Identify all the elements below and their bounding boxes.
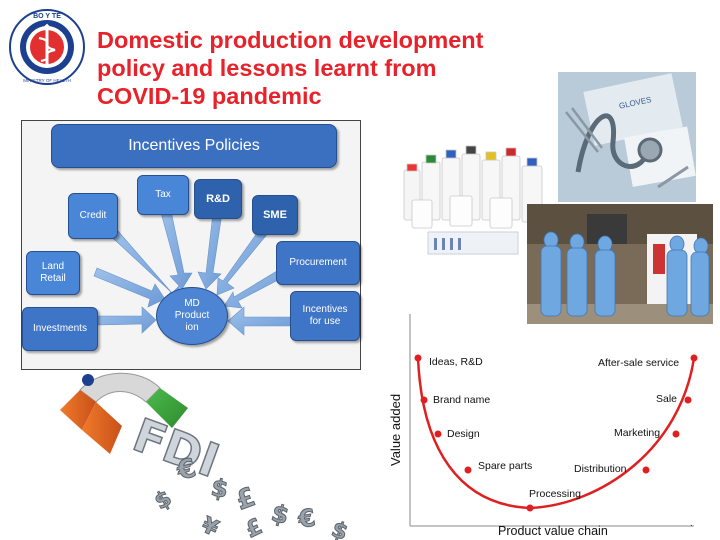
label-brand: Brand name — [433, 394, 491, 406]
label-marketing: Marketing — [614, 427, 661, 439]
tax-arrow — [159, 205, 193, 290]
incentive-policies-diagram: Incentives Policies Credit Tax R&D SME P… — [21, 120, 361, 370]
procurement-arrow — [223, 270, 281, 309]
svg-text:.: . — [690, 518, 693, 529]
svg-text:$: $ — [209, 473, 230, 503]
rnd-node: R&D — [194, 179, 242, 219]
diagram-arrows — [93, 205, 293, 336]
incentives-for-use-node: Incentives for use — [290, 291, 360, 341]
incentives-arrow — [227, 306, 293, 336]
svg-text:€: € — [295, 503, 317, 534]
svg-text:£: £ — [242, 514, 266, 540]
incentives-policies-label: Incentives Policies — [128, 137, 260, 154]
incentives-label: Incentives — [302, 304, 348, 315]
tax-label: Tax — [155, 189, 171, 200]
tax-node: Tax — [137, 175, 189, 215]
point-after-sale — [690, 354, 698, 362]
land-label: Land — [41, 261, 65, 272]
point-brand — [420, 396, 428, 404]
protective-suits-photo — [527, 204, 713, 324]
md-production-center: MD Product ion — [156, 287, 228, 345]
label-distribution: Distribution — [574, 463, 627, 475]
logo-top-text: BO Y TE — [33, 13, 61, 20]
title-line-2: policy and lessons learnt from — [97, 55, 437, 81]
sme-arrow — [216, 225, 270, 296]
label-processing: Processing — [529, 488, 581, 500]
point-ideas — [414, 354, 422, 362]
title-line-3: COVID-19 pandemic — [97, 83, 322, 109]
for-use-label: for use — [309, 316, 341, 327]
stethoscope-photo: GLOVES — [558, 72, 696, 202]
label-design: Design — [447, 428, 480, 440]
point-sale — [684, 396, 692, 404]
x-axis-label: Product value chain — [498, 524, 608, 538]
svg-text:$: $ — [328, 517, 351, 540]
page-title: Domestic production development policy a… — [97, 26, 537, 110]
y-axis-label: Value added — [388, 393, 403, 466]
investments-label: Investments — [33, 323, 87, 334]
point-spare-parts — [464, 466, 472, 474]
ministry-of-health-logo: BO Y TE MINISTRY OF HEALTH — [9, 9, 85, 85]
land-retail-node: Land Retail — [26, 251, 80, 295]
sme-node: SME — [252, 195, 298, 235]
svg-text:$: $ — [151, 486, 177, 515]
credit-node: Credit — [68, 193, 118, 239]
point-distribution — [642, 466, 650, 474]
procurement-node: Procurement — [276, 241, 360, 285]
svg-text:¥: ¥ — [197, 513, 222, 540]
label-spare-parts: Spare parts — [478, 460, 533, 472]
logo-bottom-text: MINISTRY OF HEALTH — [23, 78, 71, 83]
investments-arrow — [97, 306, 157, 334]
investments-node: Investments — [22, 307, 98, 351]
point-design — [434, 430, 442, 438]
fdi-magnet-graphic: FDI € $ £ $ € $ ¥ £ $ — [60, 372, 351, 540]
retail-label: Retail — [40, 273, 66, 284]
svg-text:£: £ — [232, 482, 259, 516]
title-line-1: Domestic production development — [97, 27, 484, 53]
point-processing — [526, 504, 534, 512]
procurement-label: Procurement — [289, 257, 347, 268]
incentives-policies-header: Incentives Policies — [51, 124, 337, 168]
label-sale: Sale — [656, 393, 678, 405]
land-arrow — [93, 267, 166, 308]
fdi-letters: FDI — [126, 408, 226, 488]
credit-label: Credit — [79, 210, 107, 221]
md-line-3: ion — [185, 322, 199, 333]
svg-text:$: $ — [268, 499, 291, 530]
label-ideas: Ideas, R&D — [429, 356, 483, 368]
rnd-label: R&D — [206, 193, 230, 205]
value-chain-smile-curve: . — [409, 314, 698, 529]
md-line-1: MD — [184, 298, 200, 309]
md-line-2: Product — [174, 310, 210, 321]
rnd-arrow — [197, 212, 223, 290]
point-marketing — [672, 430, 680, 438]
reagents-photo — [398, 140, 550, 260]
sme-label: SME — [263, 209, 287, 221]
label-after-sale: After-sale service — [598, 357, 680, 369]
